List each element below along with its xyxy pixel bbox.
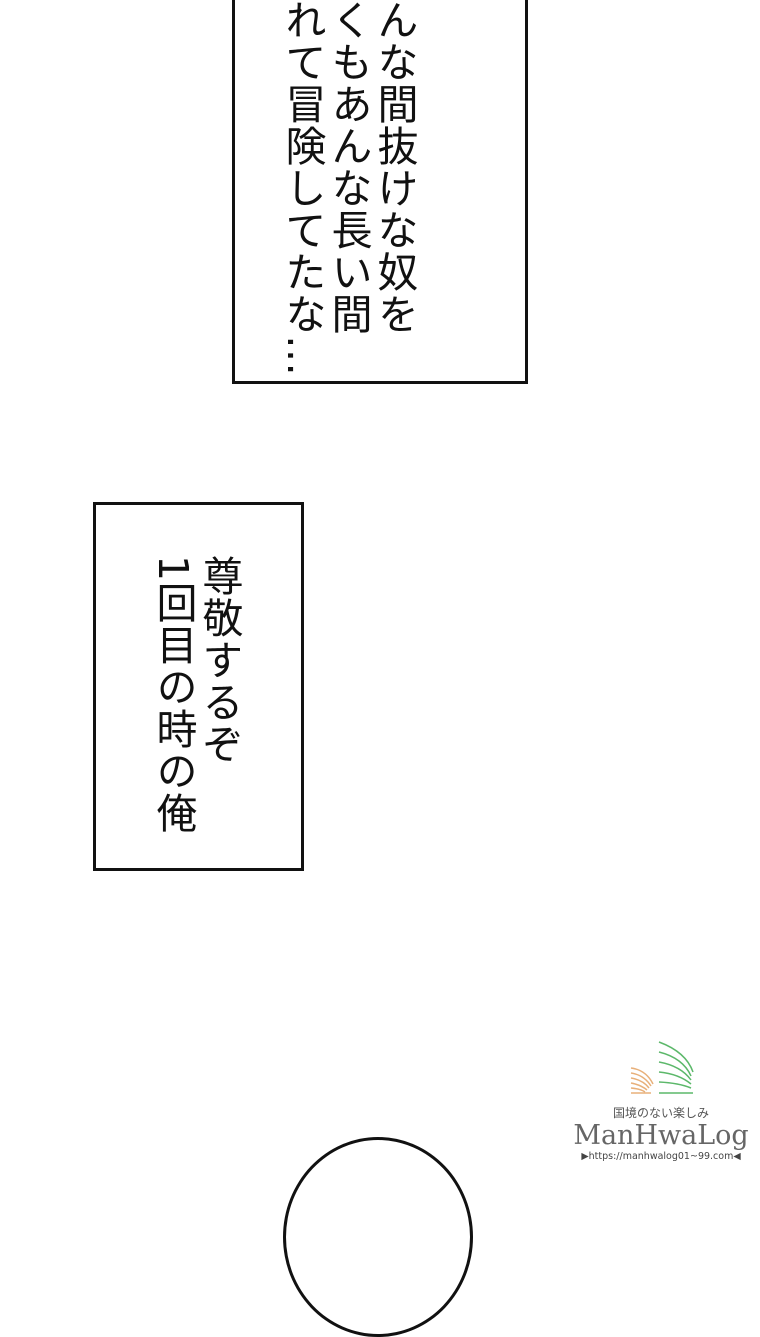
watermark-logo: 国境のない楽しみ ManHwaLog ▶https://manhwalog01~… [566, 1040, 756, 1162]
watermark-tagline: 国境のない楽しみ [612, 1106, 709, 1120]
watermark-brand: ManHwaLog [573, 1120, 749, 1151]
watermark-url: ▶https://manhwalog01~99.com◀ [581, 1151, 741, 1162]
text-line: 尊敬するぞ [195, 555, 243, 765]
speech-text: 尊敬するぞ 1回目の時の俺 [149, 555, 243, 835]
speech-box-middle: 尊敬するぞ 1回目の時の俺 [93, 502, 304, 871]
text-line: れて冒険してたな… [278, 0, 326, 377]
speech-box-top: んな間抜けな奴を くもあんな長い間 れて冒険してたな… [232, 0, 528, 384]
logo-lines-icon [630, 1041, 694, 1094]
text-line: 1回目の時の俺 [149, 555, 197, 835]
text-line: んな間抜けな奴を [370, 0, 418, 335]
text-line: くもあんな長い間 [324, 0, 372, 335]
speech-text: んな間抜けな奴を くもあんな長い間 れて冒険してたな… [278, 0, 418, 377]
character-head-outline [283, 1137, 473, 1337]
